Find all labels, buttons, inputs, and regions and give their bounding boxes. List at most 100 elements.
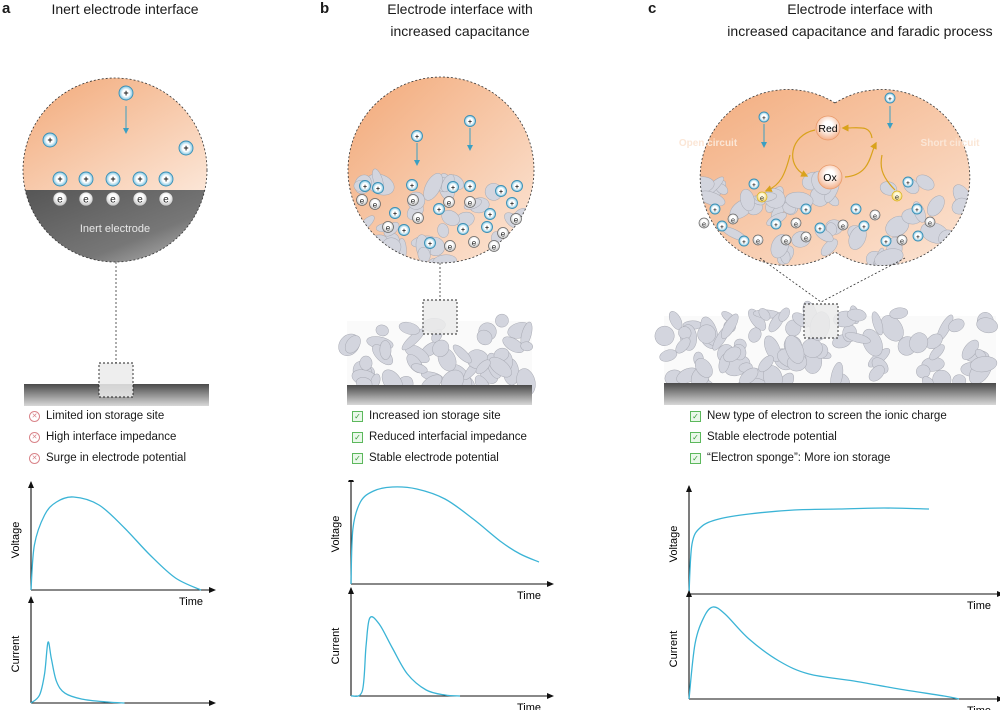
cation-icon: + bbox=[78, 171, 94, 187]
svg-text:e: e bbox=[784, 237, 788, 246]
svg-text:+: + bbox=[804, 207, 808, 214]
panel-c-title-line-2: increased capacitance and faradic proces… bbox=[727, 23, 993, 39]
electrode-particle bbox=[871, 311, 884, 336]
svg-text:+: + bbox=[137, 174, 142, 184]
electrode-particle bbox=[874, 248, 904, 266]
electrode-particle bbox=[927, 195, 945, 217]
cross-icon: ✕ bbox=[29, 410, 40, 422]
electron-icon: e bbox=[407, 194, 419, 206]
electrode-particle bbox=[758, 355, 774, 373]
current-curve bbox=[688, 606, 960, 700]
electrode-particle bbox=[475, 359, 491, 375]
panel-a-zoom-circle: Inert electrode bbox=[22, 77, 208, 263]
electrode-particle bbox=[432, 339, 450, 357]
red-label: Red bbox=[818, 123, 837, 135]
electrode-particle bbox=[723, 346, 742, 363]
bullet-text: “Electron sponge”: More ion storage bbox=[707, 452, 891, 464]
svg-text:e: e bbox=[163, 195, 169, 206]
electrode-particle bbox=[528, 199, 534, 220]
y-axis-label: Voltage bbox=[668, 526, 680, 563]
electron-icon: e bbox=[869, 209, 881, 221]
x-axis-arrow-icon bbox=[209, 700, 216, 706]
electrode-particle bbox=[846, 308, 867, 322]
voltage-curve bbox=[30, 496, 202, 591]
bullet-text: Stable electrode potential bbox=[369, 452, 499, 464]
electrode-particle bbox=[488, 356, 512, 378]
svg-text:+: + bbox=[515, 184, 519, 191]
electrode-particle bbox=[970, 356, 998, 373]
svg-text:+: + bbox=[363, 184, 367, 191]
svg-text:+: + bbox=[376, 186, 380, 193]
svg-text:+: + bbox=[110, 174, 115, 184]
svg-text:e: e bbox=[110, 195, 116, 206]
electrode-particle bbox=[694, 358, 713, 378]
electrode-particle bbox=[889, 307, 909, 320]
zoom-region-box bbox=[98, 362, 134, 398]
cation-icon: + bbox=[880, 235, 892, 247]
svg-text:+: + bbox=[752, 182, 756, 189]
diagram-canvas: Inert electrode ++++e+e+e+e+e ++++++++++… bbox=[22, 76, 998, 406]
svg-text:+: + bbox=[402, 228, 406, 235]
svg-text:e: e bbox=[756, 237, 760, 246]
electrode-particle bbox=[969, 252, 993, 272]
electrode-particle bbox=[379, 340, 392, 360]
cation-icon: + bbox=[158, 171, 174, 187]
electrode-particle bbox=[741, 256, 755, 266]
cation-icon: + bbox=[738, 235, 750, 247]
electron-icon: e bbox=[369, 198, 381, 210]
voltage-curve bbox=[688, 507, 930, 595]
svg-text:e: e bbox=[83, 195, 89, 206]
cation-icon: + bbox=[42, 132, 58, 148]
electrode-particle bbox=[959, 222, 970, 247]
electrode-particle bbox=[355, 245, 385, 258]
electrode-particle bbox=[862, 328, 883, 357]
svg-text:e: e bbox=[447, 199, 452, 208]
electrode-particle bbox=[969, 182, 991, 203]
cation-icon: + bbox=[481, 221, 493, 233]
zoom-connector-line bbox=[759, 257, 822, 303]
cation-icon: + bbox=[406, 179, 418, 191]
svg-text:+: + bbox=[488, 212, 492, 219]
svg-text:+: + bbox=[57, 174, 62, 184]
y-axis-label: Current bbox=[668, 631, 680, 668]
porous-electrode-c bbox=[654, 300, 998, 405]
electron-icon: e bbox=[837, 219, 849, 231]
electrode-particle bbox=[868, 365, 885, 382]
electron-icon: e bbox=[756, 191, 768, 203]
svg-text:+: + bbox=[461, 227, 465, 234]
svg-text:+: + bbox=[428, 241, 432, 248]
svg-text:+: + bbox=[888, 96, 892, 103]
cation-icon: + bbox=[464, 180, 476, 192]
svg-text:+: + bbox=[485, 225, 489, 232]
inert-electrode-label: Inert electrode bbox=[80, 223, 150, 235]
cation-icon: + bbox=[464, 115, 476, 127]
electrode-particle bbox=[820, 238, 838, 257]
svg-text:+: + bbox=[915, 207, 919, 214]
cation-icon: + bbox=[850, 203, 862, 215]
electron-icon: e bbox=[790, 217, 802, 229]
bullet-text: Reduced interfacial impedance bbox=[369, 431, 527, 443]
electron-icon: e bbox=[52, 191, 68, 207]
cation-icon: + bbox=[506, 197, 518, 209]
bullet-item: ✕Surge in electrode potential bbox=[29, 452, 186, 464]
cation-icon: + bbox=[716, 220, 728, 232]
svg-text:+: + bbox=[774, 222, 778, 229]
svg-text:+: + bbox=[762, 115, 766, 122]
y-axis-arrow-icon bbox=[686, 590, 692, 597]
electrode-particle bbox=[495, 313, 509, 328]
cation-icon: + bbox=[814, 222, 826, 234]
electrode-particle bbox=[348, 218, 363, 239]
electrode-particle bbox=[964, 249, 970, 264]
check-icon: ✓ bbox=[352, 410, 363, 422]
svg-text:e: e bbox=[794, 220, 798, 229]
ox-label: Ox bbox=[823, 172, 837, 184]
check-icon: ✓ bbox=[352, 452, 363, 464]
y-axis-arrow-icon bbox=[348, 480, 354, 482]
svg-text:e: e bbox=[373, 201, 378, 210]
electrode-particle bbox=[748, 327, 762, 343]
electrode-particle bbox=[659, 349, 678, 362]
